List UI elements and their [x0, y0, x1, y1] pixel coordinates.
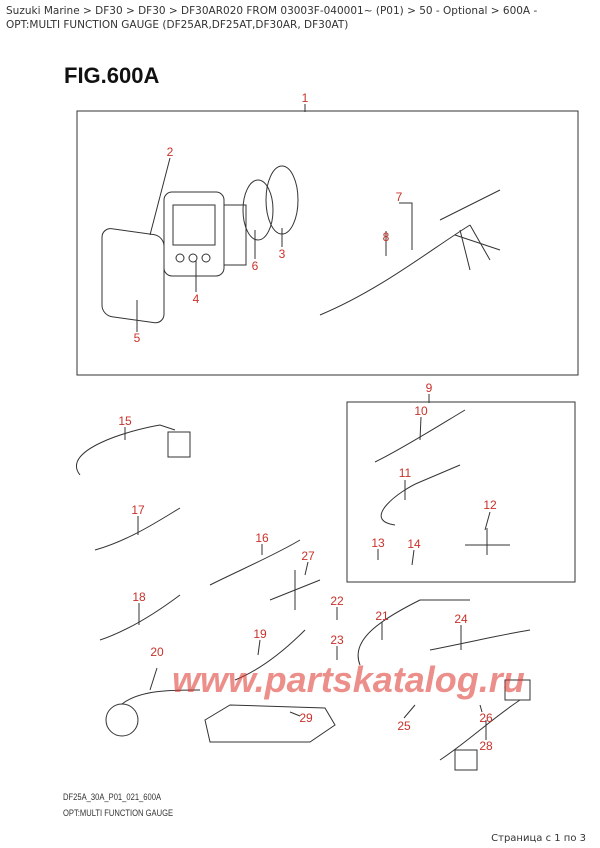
callout-4[interactable]: 4 [192, 292, 200, 306]
group-box-9 [346, 401, 576, 583]
t-connector-27 [269, 570, 321, 610]
cable-17 [94, 507, 181, 551]
callout-15[interactable]: 15 [118, 414, 132, 428]
callout-22[interactable]: 22 [330, 594, 344, 608]
callout-21[interactable]: 21 [375, 609, 389, 623]
callout-14[interactable]: 14 [407, 537, 421, 551]
callout-13[interactable]: 13 [371, 536, 385, 550]
callout-2[interactable]: 2 [166, 145, 174, 159]
callout-24[interactable]: 24 [454, 612, 468, 626]
t-connector-12 [465, 528, 510, 555]
harness-7 [319, 189, 501, 316]
harness-24 [429, 629, 531, 651]
callout-6[interactable]: 6 [251, 259, 259, 273]
cable-15 [76, 424, 176, 476]
page-indicator: Страница с 1 по 3 [491, 833, 586, 844]
callout-20[interactable]: 20 [150, 645, 164, 659]
group-box-1 [76, 110, 579, 376]
watermark: www.partskatalog.ru [172, 659, 525, 700]
cable-10 [374, 409, 466, 463]
callout-16[interactable]: 16 [255, 531, 269, 545]
harness-28 [439, 699, 521, 761]
gauge-cover [101, 228, 165, 324]
cable-11 [380, 464, 461, 526]
bag-29 [204, 704, 336, 743]
harness-21 [357, 599, 470, 666]
sensor-20 [105, 703, 139, 737]
callout-5[interactable]: 5 [133, 331, 141, 345]
drawing-subtitle: OPT:MULTI FUNCTION GAUGE [63, 808, 174, 819]
callout-27[interactable]: 27 [301, 549, 315, 563]
figure-title: FIG.600A [64, 63, 160, 88]
callout-8[interactable]: 8 [382, 230, 390, 244]
cable-18 [99, 594, 181, 641]
callout-7[interactable]: 7 [395, 190, 403, 204]
gauge-nut [265, 165, 299, 235]
callout-12[interactable]: 12 [483, 498, 497, 512]
callout-9[interactable]: 9 [425, 381, 433, 395]
breadcrumb[interactable]: Suzuki Marine > DF30 > DF30 > DF30AR020 … [6, 5, 538, 31]
cable-19 [234, 629, 306, 681]
callout-25[interactable]: 25 [397, 719, 411, 733]
callout-18[interactable]: 18 [132, 590, 146, 604]
gauge-body [163, 191, 247, 277]
callout-23[interactable]: 23 [330, 633, 344, 647]
callout-29[interactable]: 29 [299, 711, 313, 725]
callout-28[interactable]: 28 [479, 739, 493, 753]
drawing-code: DF25A_30A_P01_021_600A [63, 792, 162, 803]
callout-1[interactable]: 1 [301, 91, 309, 105]
cable-16 [209, 539, 301, 586]
callout-26[interactable]: 26 [479, 711, 493, 725]
callout-11[interactable]: 11 [398, 466, 412, 480]
callout-3[interactable]: 3 [278, 247, 286, 261]
callout-19[interactable]: 19 [253, 627, 267, 641]
callout-17[interactable]: 17 [131, 503, 145, 517]
o-ring [242, 179, 274, 241]
callout-10[interactable]: 10 [414, 404, 428, 418]
